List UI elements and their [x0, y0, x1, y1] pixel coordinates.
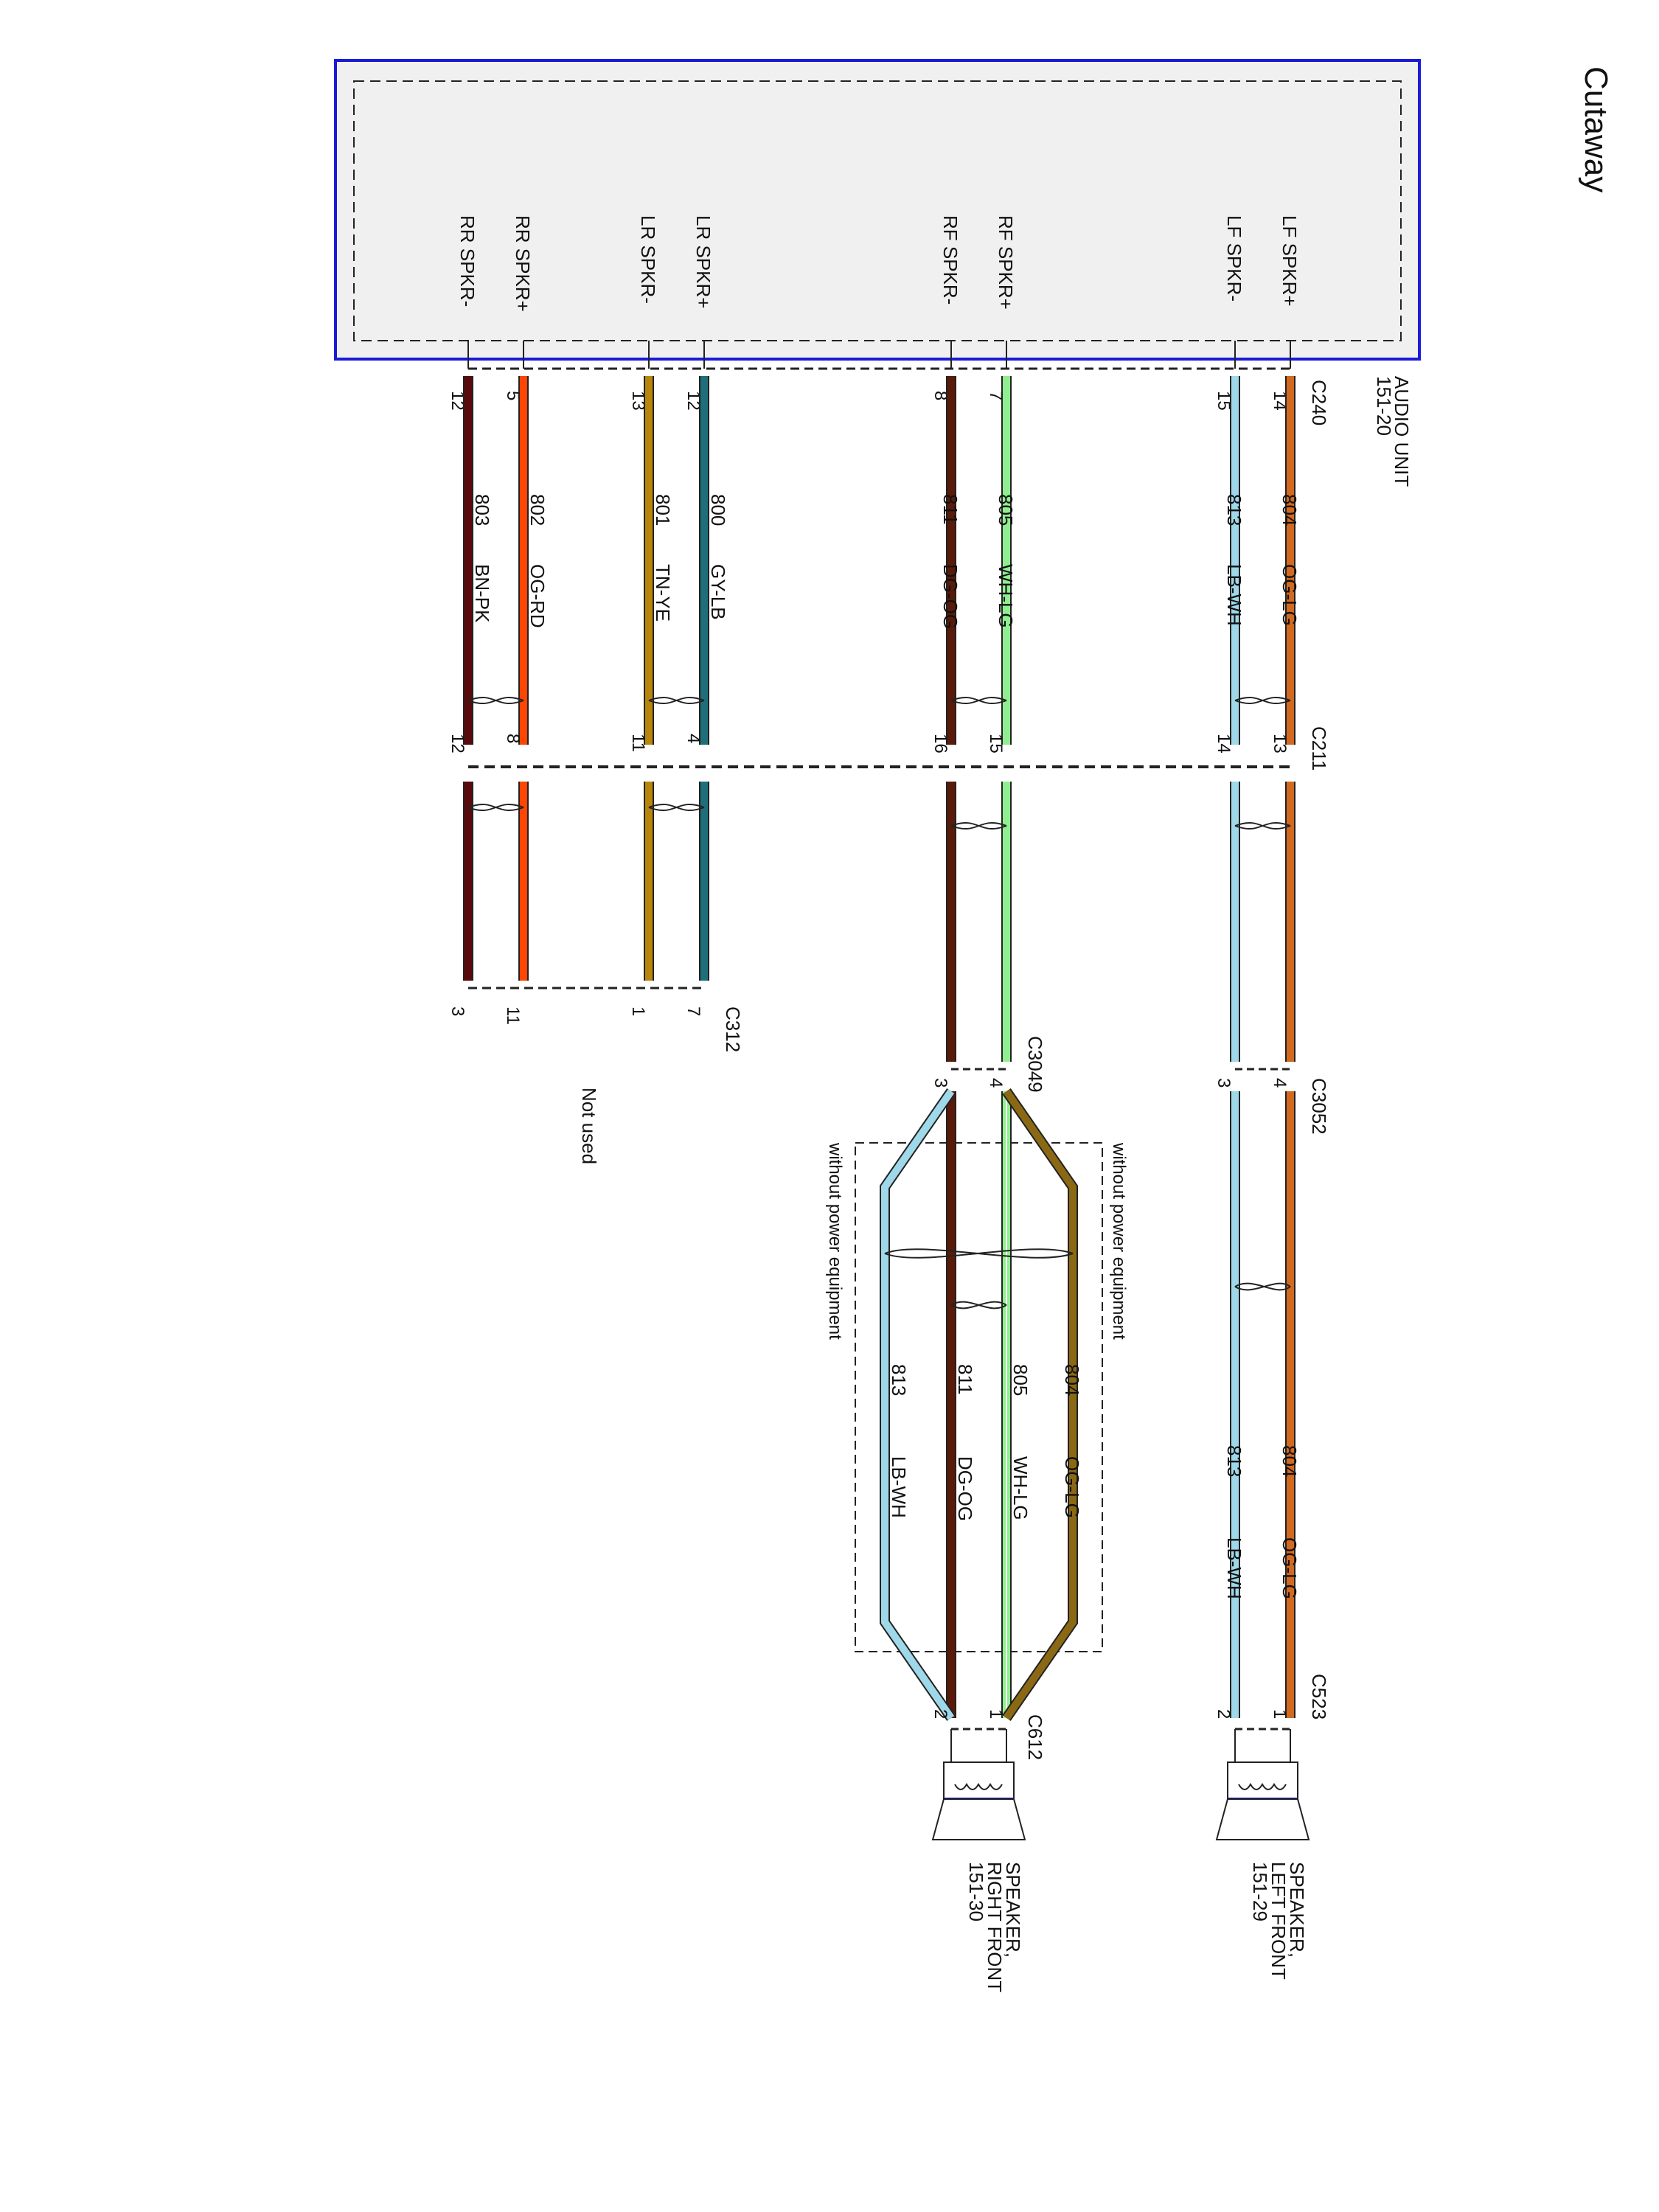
wire-label-805-circuit: 805	[995, 494, 1017, 526]
rf-branch-805-circuit: 805	[1009, 1364, 1032, 1396]
wire-label-803-color: BN-PK	[471, 564, 493, 623]
c211-pin-804: 13	[1270, 734, 1290, 754]
speaker-right-ref: 151-30	[965, 1862, 987, 1921]
audio-unit-box	[334, 59, 1421, 361]
twist-upper-2-1	[950, 697, 1007, 704]
no-power-equipment-box	[855, 1142, 1103, 1652]
speaker-right-line2: RIGHT FRONT	[984, 1862, 1006, 1992]
wire-label-805-color: WH-LG	[995, 564, 1017, 628]
c211-pin-805: 15	[986, 734, 1006, 754]
c3049-pin-811: 3	[931, 1078, 950, 1088]
page-title: Cutaway	[1578, 66, 1614, 192]
wire-label-804-circuit: 804	[1279, 494, 1301, 526]
c523-pin-804: 1	[1270, 1709, 1290, 1719]
c523-pin-813: 2	[1214, 1709, 1234, 1719]
unit-pin-lr-neg: LR SPKR-	[637, 215, 659, 304]
twist-lower-lr-1	[648, 804, 705, 811]
speaker-left-line1: SPEAKER,	[1286, 1862, 1308, 1958]
c312-pin-800: 7	[684, 1006, 703, 1016]
twist-lower-rf-1	[950, 822, 1007, 830]
rf-branch-wires	[880, 1088, 1078, 1721]
c211-pin-800: 4	[684, 734, 703, 743]
unit-pin-rf-neg: RF SPKR-	[939, 215, 961, 305]
unit-pin-lf-neg: LF SPKR-	[1223, 215, 1245, 302]
c3052-label: C3052	[1308, 1078, 1330, 1135]
audio-unit-ref: 151-20	[1373, 376, 1395, 436]
twist-upper-4-1	[648, 697, 705, 704]
unit-pin-lr-pos: LR SPKR+	[692, 215, 714, 308]
c240-label: C240	[1308, 380, 1330, 425]
wire-label-801-color: TN-YE	[652, 564, 674, 622]
wire-label-813-circuit: 813	[1223, 494, 1245, 526]
audio-unit-inner-dash	[353, 80, 1402, 341]
c211-pin-801: 11	[628, 734, 648, 752]
c312-pin-801: 1	[628, 1006, 648, 1016]
wire-label-800-color: GY-LB	[707, 564, 729, 620]
c240-pin-rr-pos: 5	[503, 391, 523, 400]
rf-branch-804-circuit: 804	[1061, 1364, 1083, 1396]
speaker-right-icon	[931, 1729, 1026, 1840]
rf-branch-811-circuit: 811	[954, 1364, 976, 1394]
rf-branch-813-circuit: 813	[888, 1364, 910, 1396]
lf-lower-813-circuit: 813	[1223, 1445, 1245, 1477]
wire-label-802-circuit: 802	[526, 494, 549, 526]
no-power-note-top: without power equipment	[1109, 1142, 1129, 1340]
c240-pin-rf-neg: 8	[931, 391, 950, 400]
wire-label-801-circuit: 801	[652, 494, 674, 526]
twist-upper-0-1	[1234, 697, 1291, 704]
c312-pin-802: 11	[503, 1006, 523, 1025]
rf-branch-805-color: WH-LG	[1009, 1456, 1032, 1520]
c612-pin-805: 1	[986, 1709, 1006, 1719]
c3052-pin-813: 3	[1214, 1078, 1234, 1088]
lf-lower-wires	[1230, 1091, 1295, 1718]
wire-label-803-circuit: 803	[471, 494, 493, 526]
speaker-left-ref: 151-29	[1249, 1862, 1271, 1921]
c211-label: C211	[1308, 726, 1330, 771]
c3049-label: C3049	[1024, 1036, 1046, 1093]
unit-pin-rr-neg: RR SPKR-	[456, 215, 479, 307]
no-power-note-bottom: without power equipment	[825, 1142, 845, 1340]
twist-lower-rr-1	[467, 804, 524, 811]
wire-label-811-circuit: 811	[939, 494, 961, 524]
wire-label-811-color: DG-OG	[939, 564, 961, 629]
speaker-left-line2: LEFT FRONT	[1267, 1862, 1290, 1980]
wire-label-802-color: OG-RD	[526, 564, 549, 628]
upper-wire-group	[463, 376, 1295, 745]
wire-label-800-circuit: 800	[707, 494, 729, 526]
wire-label-804-color: OG-LG	[1279, 564, 1301, 626]
c312-pin-803: 3	[448, 1006, 467, 1016]
unit-pin-rr-pos: RR SPKR+	[512, 215, 534, 312]
c240-pin-rf-pos: 7	[986, 391, 1006, 400]
lower-wire-group	[463, 782, 1295, 1062]
c211-pin-813: 14	[1214, 734, 1234, 754]
rf-branch-813-color: LB-WH	[888, 1456, 910, 1518]
twist-upper-6-1	[467, 697, 524, 704]
not-used-note: Not used	[578, 1088, 600, 1164]
c612-label: C612	[1024, 1714, 1046, 1760]
rf-branch-811-color: DG-OG	[954, 1456, 976, 1521]
rf-branch-804-color: OG-LG	[1061, 1456, 1083, 1518]
lf-lower-813-color: LB-WH	[1223, 1537, 1245, 1599]
c3052-pin-804: 4	[1270, 1078, 1290, 1088]
twist-lower-lf-1	[1234, 822, 1291, 830]
audio-unit-name: AUDIO UNIT	[1391, 376, 1413, 487]
lf-lower-804-circuit: 804	[1279, 1445, 1301, 1477]
unit-pin-rf-pos: RF SPKR+	[995, 215, 1017, 310]
speaker-left-icon	[1215, 1729, 1310, 1840]
c211-pin-802: 8	[503, 734, 523, 743]
unit-pin-stubs	[467, 341, 1291, 369]
wire-label-813-color: LB-WH	[1223, 564, 1245, 626]
c211-pin-811: 16	[931, 734, 950, 754]
c211-pin-803: 12	[448, 734, 467, 754]
c3049-pin-805: 4	[986, 1078, 1006, 1088]
speaker-right-line1: SPEAKER,	[1002, 1862, 1024, 1958]
c523-label: C523	[1308, 1674, 1330, 1719]
lf-lower-804-color: OG-LG	[1279, 1537, 1301, 1599]
c612-pin-811: 2	[931, 1709, 950, 1719]
c312-label: C312	[722, 1006, 744, 1052]
unit-pin-lf-pos: LF SPKR+	[1279, 215, 1301, 307]
